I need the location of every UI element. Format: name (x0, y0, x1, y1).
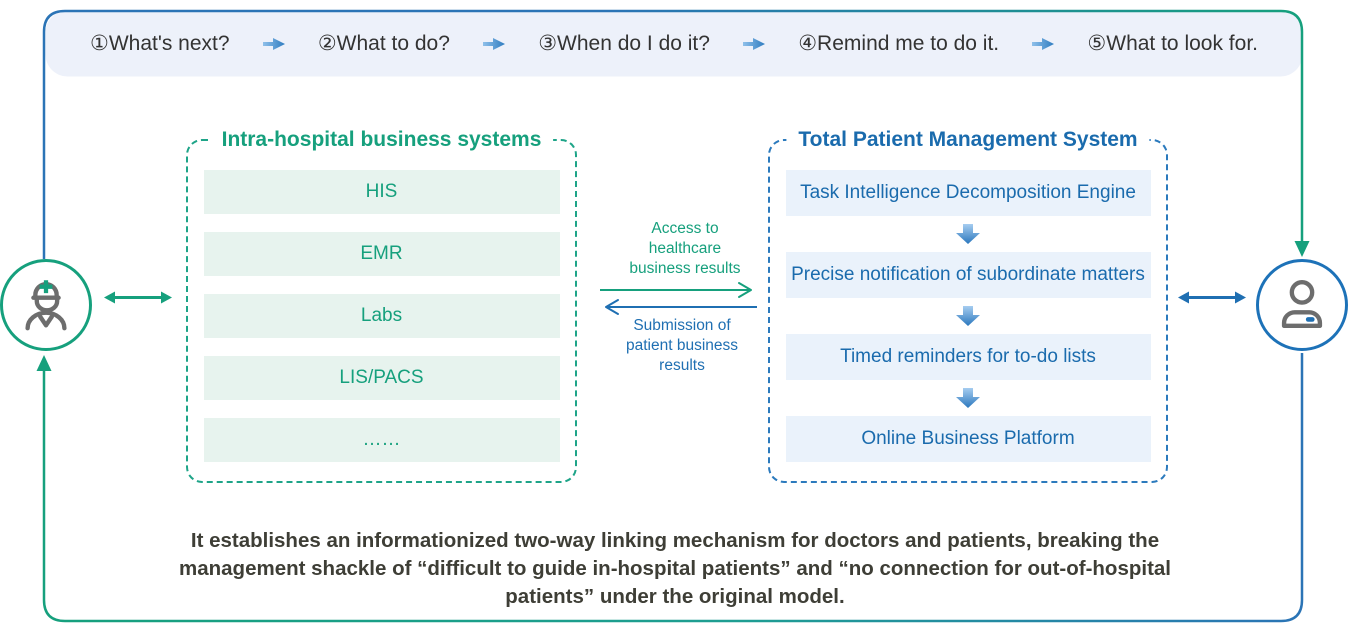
patient-system-row: Timed reminders for to-do lists (785, 334, 1151, 380)
right-arrow-icon (743, 37, 766, 50)
hospital-system-row: HIS (203, 170, 560, 214)
access-arrow (600, 282, 752, 298)
patient-system-row: Task Intelligence Decomposition Engine (785, 170, 1151, 216)
submission-arrow (605, 299, 757, 315)
step-2: ②What to do? (317, 32, 450, 55)
intra-hospital-panel-title: Intra-hospital business systems (209, 126, 554, 154)
step-3: ③When do I do it? (538, 32, 710, 55)
submission-label: Submission of patient business results (625, 317, 739, 374)
right-arrow-icon (483, 37, 506, 50)
up-arrowhead-to-doctor (36, 355, 52, 371)
summary-caption: It establishes an informationized two-wa… (179, 529, 1171, 608)
doctor-icon (25, 280, 67, 331)
step-bar-background (45, 10, 1303, 77)
patient-avatar (1256, 259, 1348, 351)
bottom-loop-line (42, 353, 1304, 623)
patient-system-double-arrow (1178, 291, 1246, 304)
patient-icon (1281, 280, 1323, 329)
top-loop-line (42, 9, 1304, 259)
right-arrow-icon (1032, 37, 1055, 50)
down-arrow-icon (956, 224, 980, 244)
hospital-system-row: …… (203, 418, 560, 462)
down-arrow-icon (956, 306, 980, 326)
step-bar: ①What's next? ②What to do? ③When do I do… (46, 11, 1302, 76)
doctor-hospital-double-arrow (104, 291, 172, 304)
down-arrow-icon (956, 388, 980, 408)
right-arrow-icon (262, 37, 285, 50)
hospital-system-row: Labs (203, 294, 560, 338)
patient-system-row: Precise notification of subordinate matt… (785, 252, 1151, 298)
intra-hospital-panel: Intra-hospital business systems HIS EMR … (186, 126, 577, 483)
step-4: ④Remind me to do it. (798, 32, 1000, 55)
patient-management-panel-title: Total Patient Management System (786, 126, 1150, 154)
patient-system-row: Online Business Platform (785, 416, 1151, 462)
doctor-avatar (0, 259, 92, 351)
step-5: ⑤What to look for. (1087, 32, 1258, 55)
hospital-system-row: LIS/PACS (203, 356, 560, 400)
hospital-system-row: EMR (203, 232, 560, 276)
access-label: Access to healthcare business results (629, 220, 741, 277)
step-1: ①What's next? (90, 32, 230, 55)
patient-management-panel: Total Patient Management System Task Int… (768, 126, 1168, 483)
down-arrowhead-to-patient (1294, 241, 1310, 257)
